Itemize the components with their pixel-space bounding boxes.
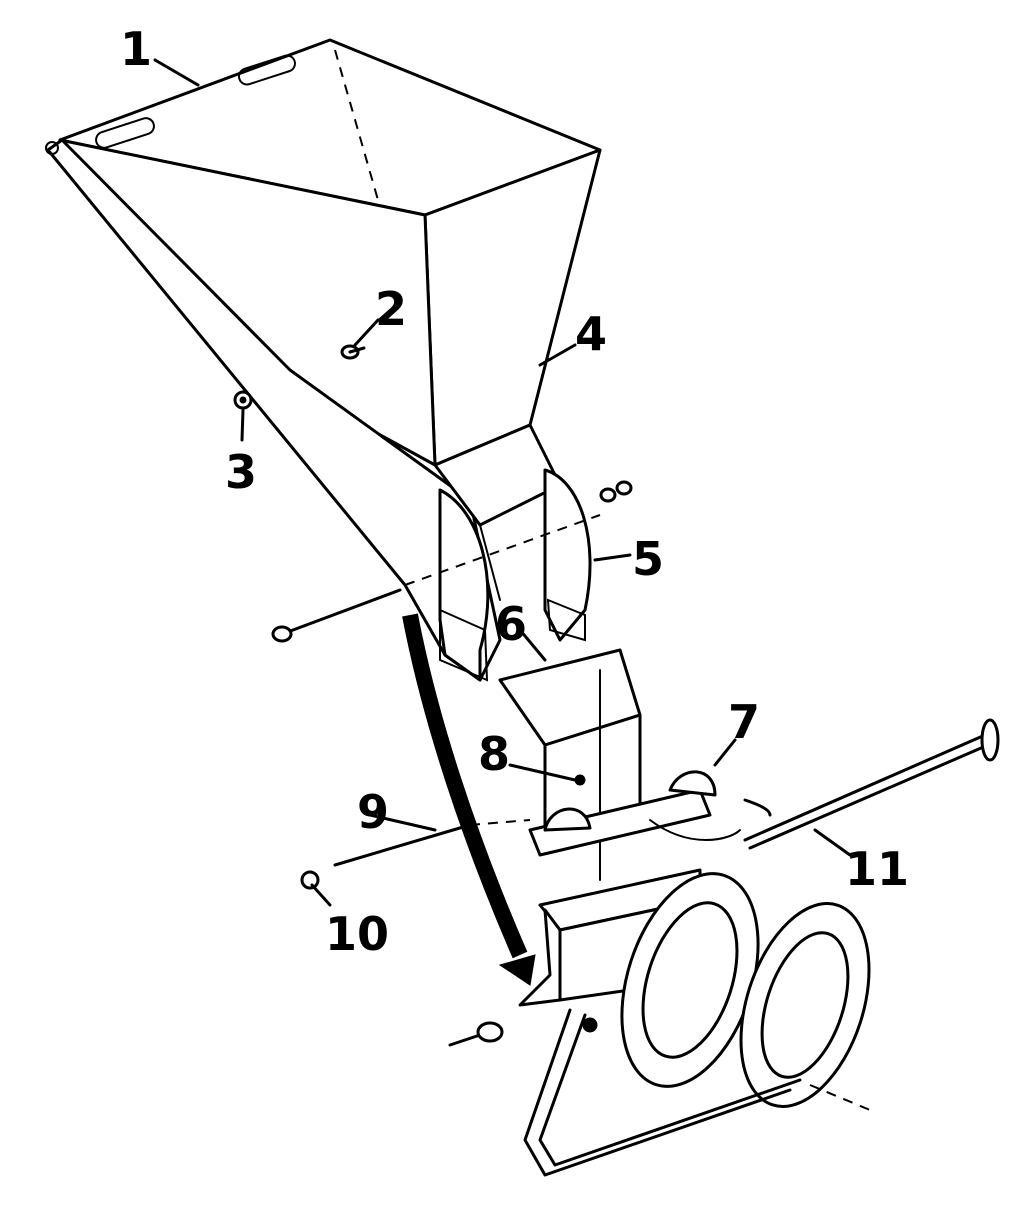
callout-6: 6	[495, 597, 527, 651]
callout-11: 11	[845, 842, 909, 896]
callout-labels: 1 2 3 4 5 6 7 8 9 10 11	[120, 22, 909, 961]
carriage-bolt-2	[340, 344, 366, 360]
callout-8: 8	[478, 727, 510, 781]
flange-ring-rear	[739, 902, 871, 1108]
hopper-frame-bar	[45, 138, 502, 682]
callout-2: 2	[375, 282, 407, 336]
callout-1: 1	[120, 22, 152, 76]
stand-frame	[523, 1008, 802, 1177]
washer-nut-5	[599, 480, 633, 503]
hopper	[58, 38, 602, 467]
callout-9: 9	[357, 785, 389, 839]
callout-5: 5	[632, 532, 664, 586]
pivot-bolt	[271, 514, 601, 643]
side-plate-right	[543, 468, 592, 642]
side-plate-left	[438, 488, 490, 682]
shaft-11	[743, 718, 1000, 850]
locknut-3	[233, 390, 253, 410]
rod-9	[300, 819, 531, 890]
callout-10: 10	[325, 907, 389, 961]
leader-lines	[153, 58, 852, 907]
callout-4: 4	[575, 307, 607, 361]
flange-ring-front	[620, 872, 760, 1088]
support-bracket	[528, 770, 741, 857]
callout-7: 7	[728, 695, 760, 749]
bottom-bolt	[448, 1017, 871, 1111]
callout-3: 3	[225, 445, 257, 499]
bolt-8	[508, 763, 586, 786]
assembly-arrow	[402, 613, 536, 986]
